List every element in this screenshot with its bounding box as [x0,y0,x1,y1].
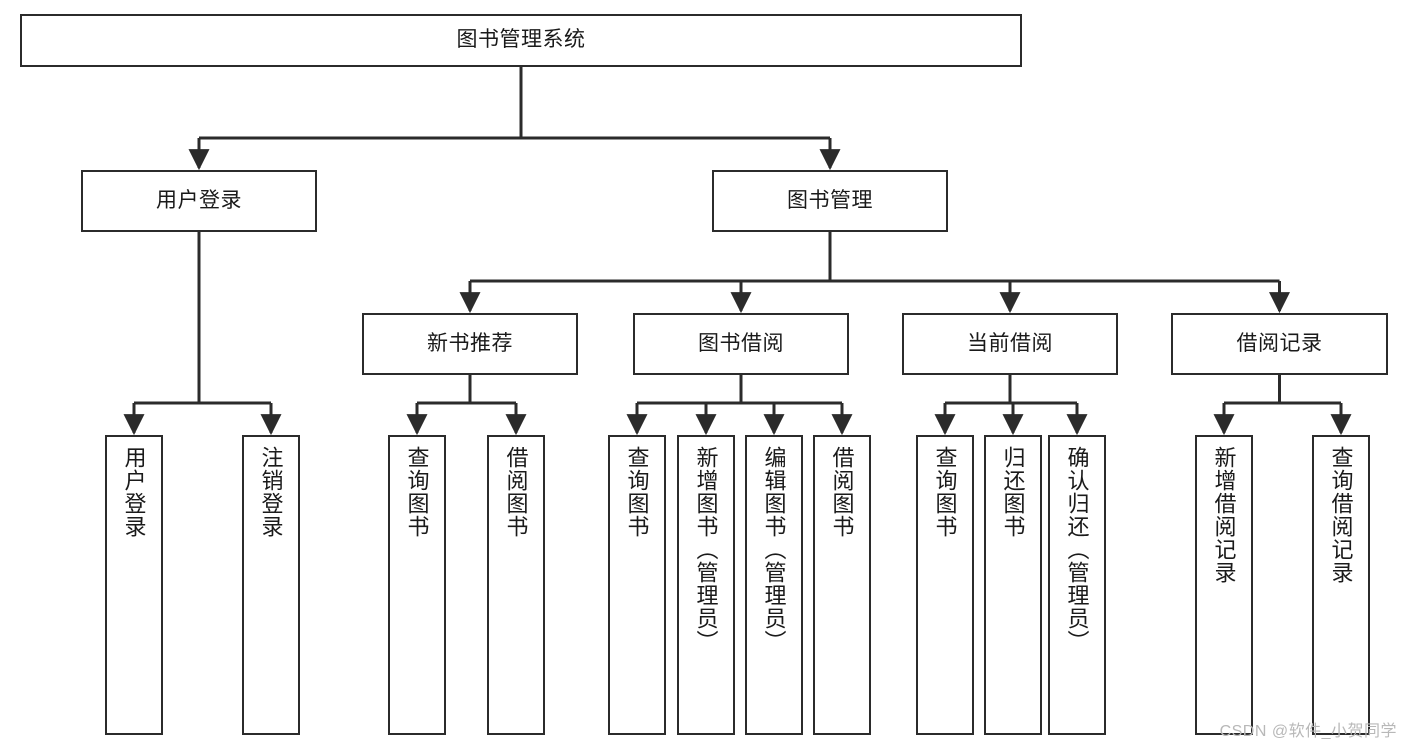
node-label: 确认归还（管理员） [1064,446,1090,653]
node-l-bo-query[interactable]: 查询图书 [608,435,666,735]
node-label: 图书管理系统 [456,28,586,52]
node-l-nb-borrow[interactable]: 借阅图书 [487,435,545,735]
node-l-cu-query[interactable]: 查询图书 [916,435,974,735]
node-records[interactable]: 借阅记录 [1171,313,1388,375]
watermark-text: CSDN @软件_小贺同学 [1219,723,1397,740]
node-l-bo-borrow[interactable]: 借阅图书 [813,435,871,735]
node-l-nb-query[interactable]: 查询图书 [388,435,446,735]
node-l-bo-edit[interactable]: 编辑图书（管理员） [745,435,803,735]
node-l-bo-add[interactable]: 新增图书（管理员） [677,435,735,735]
node-label: 借阅图书 [503,446,529,538]
node-label: 新增借阅记录 [1211,446,1237,584]
node-label: 归还图书 [1000,446,1026,538]
node-newbook[interactable]: 新书推荐 [362,313,578,375]
node-label: 编辑图书（管理员） [761,446,787,653]
node-label: 用户登录 [156,188,242,212]
node-label: 新书推荐 [427,331,513,355]
node-label: 注销登录 [258,446,284,538]
node-label: 查询借阅记录 [1328,446,1354,584]
node-l-login[interactable]: 用户登录 [105,435,163,735]
node-label: 查询图书 [404,446,430,538]
node-l-logout[interactable]: 注销登录 [242,435,300,735]
node-label: 查询图书 [624,446,650,538]
node-l-cu-return[interactable]: 归还图书 [984,435,1042,735]
node-label: 图书管理 [787,188,873,212]
node-login[interactable]: 用户登录 [81,170,317,232]
node-label: 用户登录 [121,446,147,538]
node-label: 新增图书（管理员） [693,446,719,653]
node-label: 图书借阅 [698,331,784,355]
node-label: 查询图书 [932,446,958,538]
node-label: 借阅记录 [1236,331,1323,355]
node-current[interactable]: 当前借阅 [902,313,1118,375]
node-borrow[interactable]: 图书借阅 [633,313,849,375]
node-l-re-add[interactable]: 新增借阅记录 [1195,435,1253,735]
node-label: 借阅图书 [829,446,855,538]
node-root[interactable]: 图书管理系统 [20,14,1022,67]
node-bookmgmt[interactable]: 图书管理 [712,170,948,232]
node-label: 当前借阅 [967,331,1053,355]
node-l-re-query[interactable]: 查询借阅记录 [1312,435,1370,735]
node-l-cu-confirm[interactable]: 确认归还（管理员） [1048,435,1106,735]
